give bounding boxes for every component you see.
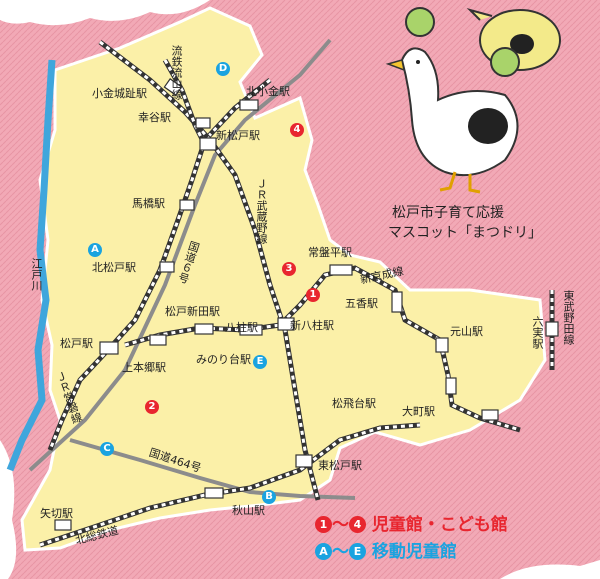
station-label-shin-yabashira: 新八柱駅: [290, 319, 334, 332]
legend-blue-text: 移動児童館: [371, 542, 457, 562]
marker-red-2[interactable]: 2: [145, 400, 159, 414]
station-box-motoyama: [435, 337, 449, 353]
station-label-kita-matsudo: 北松戸駅: [92, 261, 136, 274]
station-label-shohidai: 松飛台駅: [332, 397, 376, 410]
station-box-mutsumi: [545, 321, 559, 337]
station-label-yagiri: 矢切駅: [40, 507, 73, 520]
edogawa-river-label: 江戸川: [30, 258, 43, 291]
edogawa-river: [6, 59, 56, 472]
marker-blue-c[interactable]: C: [100, 442, 114, 456]
paper-corner-bottom: [500, 560, 600, 579]
legend-children-centers: 1～4 児童館・こども館: [315, 510, 508, 535]
station-label-kogane-joshi: 小金城趾駅: [92, 87, 147, 100]
station-box-matsudo: [99, 341, 119, 355]
shinkeisei-line: [124, 265, 521, 433]
station-label-tokiwadaira: 常盤平駅: [308, 246, 352, 259]
station-label-mutsumi: 六実駅: [531, 316, 544, 349]
station-box-higashi-matsudo: [295, 454, 313, 468]
mascot-caption-line1: 松戸市子育て応援: [392, 205, 504, 221]
marker-red-1[interactable]: 1: [306, 288, 320, 302]
station-label-minoridai: みのり台駅: [196, 353, 251, 366]
legend-red-sep: ～: [332, 515, 349, 535]
paper-corner-top: [0, 0, 210, 26]
station-box-shin-matsudo: [199, 137, 217, 151]
legend-red-to: 4: [349, 516, 366, 533]
station-box-matsudo-shinden: [194, 323, 214, 335]
station-label-goko: 五香駅: [345, 297, 378, 310]
route-464-road: [69, 438, 356, 500]
hokuso-line: [39, 422, 421, 548]
mascot-caption-line2: マスコット「まつドリ」: [388, 225, 542, 241]
ryutetsu-line-label: 流鉄流山線: [170, 45, 183, 100]
station-box-yagiri: [54, 519, 72, 531]
station-box-shin-yabashira: [277, 317, 295, 331]
marker-red-4[interactable]: 4: [290, 123, 304, 137]
station-label-higashi-matsudo: 東松戸駅: [318, 459, 362, 472]
marker-red-3[interactable]: 3: [282, 262, 296, 276]
station-markers: [54, 78, 559, 531]
tobu-noda-line-label: 東武野田線: [562, 290, 575, 345]
station-box-omachi: [481, 409, 499, 421]
station-box-mabashi: [179, 199, 195, 211]
station-label-kamihongo: 上本郷駅: [122, 361, 166, 374]
station-label-matsudo-shinden: 松戸新田駅: [165, 305, 220, 318]
station-label-shin-matsudo: 新松戸駅: [216, 129, 260, 142]
legend-blue-sep: ～: [332, 542, 349, 562]
station-box-kita-matsudo: [159, 261, 175, 273]
station-label-omachi: 大町駅: [402, 405, 435, 418]
route-6-road: [28, 38, 332, 472]
station-label-akiyama: 秋山駅: [232, 504, 265, 517]
station-label-mabashi: 馬橋駅: [132, 197, 165, 210]
station-box-shohidai: [445, 377, 457, 395]
station-label-yabashira: 八柱駅: [225, 321, 258, 334]
marker-blue-b[interactable]: B: [262, 490, 276, 504]
jr-musashino-line-label: ＪＲ武蔵野線: [255, 178, 268, 244]
station-box-kogane: [163, 78, 183, 96]
station-label-kita-kogane: 北小金駅: [246, 85, 290, 98]
station-box-tokiwadaira: [329, 264, 353, 276]
marker-blue-e[interactable]: E: [253, 355, 267, 369]
mascot-matsudori-illustration: [385, 7, 561, 194]
legend-blue-to: E: [349, 543, 366, 560]
station-box-yabashira: [239, 324, 263, 336]
jr-musashino-line: [98, 40, 321, 501]
station-box-kita-kogane: [239, 99, 259, 111]
station-box-akiyama: [204, 487, 224, 499]
marker-blue-d[interactable]: D: [216, 62, 230, 76]
paper-corner-left: [0, 440, 17, 579]
legend-mobile-centers: A～E 移動児童館: [315, 537, 457, 562]
legend-blue-from: A: [315, 543, 332, 560]
station-label-kouya: 幸谷駅: [138, 111, 171, 124]
ryutetsu-line: [162, 58, 208, 147]
station-label-matsudo: 松戸駅: [60, 337, 93, 350]
legend-red-text: 児童館・こども館: [371, 515, 508, 535]
station-box-kouya: [195, 117, 211, 129]
station-label-motoyama: 元山駅: [450, 325, 483, 338]
marker-blue-a[interactable]: A: [88, 243, 102, 257]
station-box-goko: [391, 291, 403, 313]
legend-red-from: 1: [315, 516, 332, 533]
station-box-kamihongo: [149, 334, 167, 346]
